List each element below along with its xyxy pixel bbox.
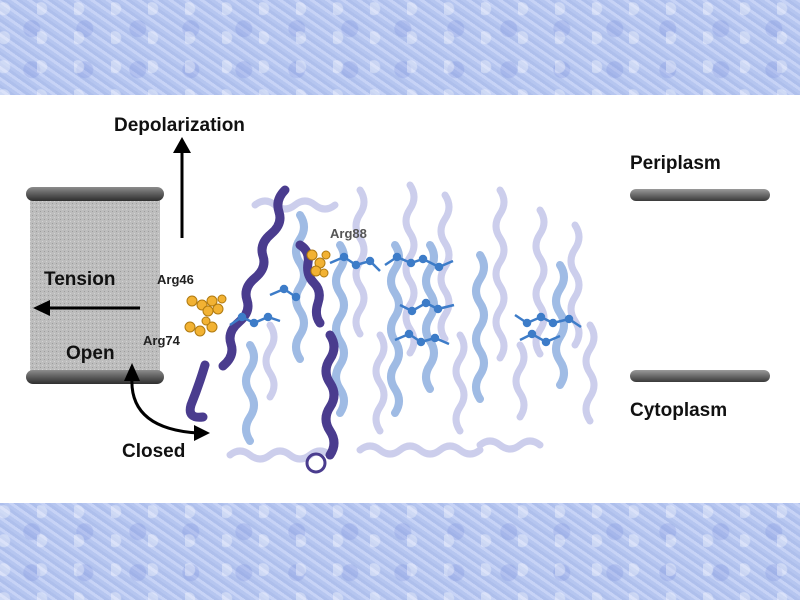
depolarization-label: Depolarization (114, 115, 245, 137)
periplasm-membrane-bar (630, 189, 770, 201)
arg88-label: Arg88 (330, 226, 367, 241)
closed-label: Closed (122, 441, 185, 463)
cytoplasm-label: Cytoplasm (630, 400, 727, 422)
figure-panel: Depolarization Tension Open Closed Perip… (0, 95, 800, 503)
background-pattern-bottom (0, 503, 800, 600)
cytoplasm-membrane-bar (630, 370, 770, 382)
membrane-bottom-bar (26, 370, 164, 384)
closed-arrowhead (194, 425, 210, 441)
depolarization-arrowhead (173, 137, 191, 153)
arg46-label: Arg46 (157, 272, 194, 287)
tension-label: Tension (44, 269, 115, 291)
protein-background-helices (230, 185, 594, 459)
membrane-top-bar (26, 187, 164, 201)
open-label: Open (66, 343, 115, 365)
protein-light-helices (246, 215, 564, 441)
helix-loop (307, 454, 325, 472)
arg74-residue (185, 317, 217, 336)
arg74-label: Arg74 (143, 333, 180, 348)
arg46-residue (187, 295, 226, 316)
periplasm-label: Periplasm (630, 153, 721, 175)
background-pattern-top (0, 0, 800, 95)
